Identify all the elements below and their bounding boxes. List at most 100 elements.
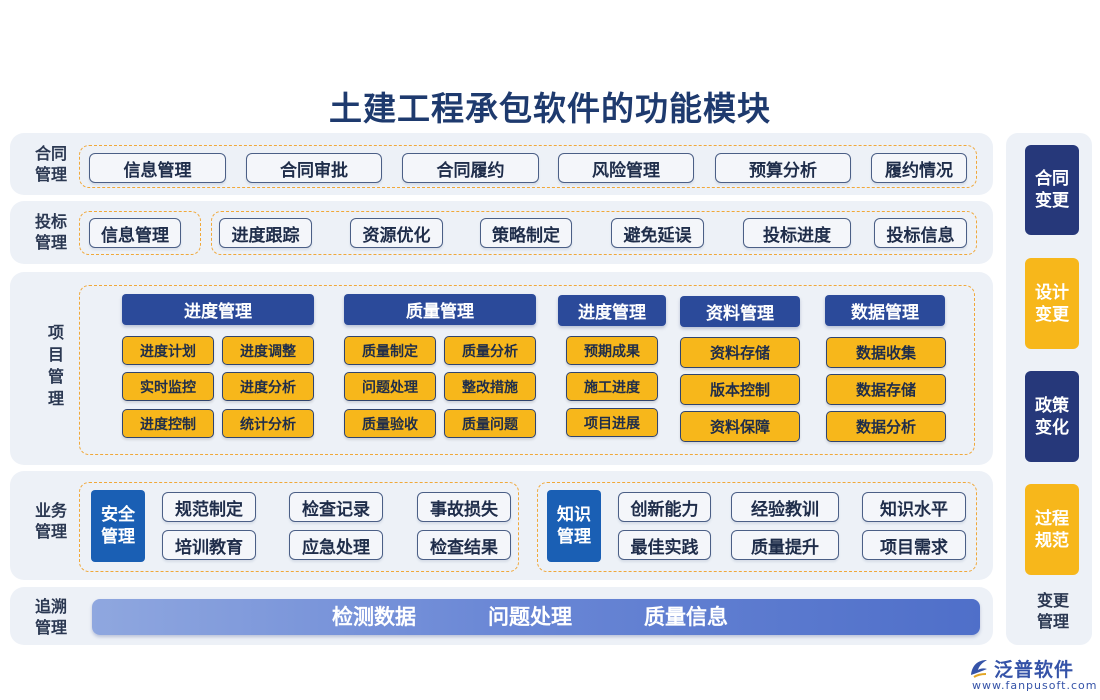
quality-item: 质量制定: [344, 336, 436, 365]
safety-item: 检查记录: [289, 492, 383, 522]
safety-block-line1: 安全: [101, 505, 135, 525]
safety-item: 应急处理: [289, 530, 383, 560]
contract-dashed-group: [79, 145, 977, 188]
trace-label-line2: 管理: [34, 618, 67, 637]
side-box-policy-change: 政策 变化: [1025, 371, 1079, 462]
knowledge-item: 项目需求: [862, 530, 966, 560]
side-box-line1: 过程: [1035, 508, 1069, 529]
trace-item: 问题处理: [488, 605, 572, 629]
trace-item: 检测数据: [332, 605, 416, 629]
contract-item: 合同审批: [246, 153, 382, 183]
documents-item: 资料存储: [680, 337, 800, 368]
bidding-dashed-group-b: [211, 211, 977, 255]
business-row: [10, 471, 993, 580]
change-label-line2: 管理: [1036, 612, 1069, 631]
safety-dashed-group: [79, 482, 519, 572]
side-box-line1: 合同: [1035, 169, 1069, 189]
knowledge-block-line1: 知识: [557, 505, 591, 525]
bidding-item: 投标进度: [743, 218, 851, 248]
schedule-item: 进度分析: [222, 372, 314, 401]
documents-item: 资料保障: [680, 411, 800, 442]
change-management-label: 变更 管理: [1022, 590, 1084, 632]
diagram-title: 土建工程承包软件的功能模块: [329, 89, 771, 128]
trace-row-label: 追溯 管理: [24, 596, 78, 638]
side-box-design-change: 设计 变更: [1025, 258, 1079, 349]
side-box-line1: 设计: [1035, 282, 1069, 303]
contract-label-line2: 管理: [34, 165, 67, 184]
change-label-line1: 变更: [1036, 591, 1069, 610]
contract-item: 合同履约: [402, 153, 539, 183]
documents-item: 版本控制: [680, 374, 800, 405]
safety-item: 事故损失: [417, 492, 511, 522]
knowledge-item: 最佳实践: [618, 530, 711, 560]
knowledge-item: 创新能力: [618, 492, 711, 522]
bidding-label-line2: 管理: [34, 233, 67, 252]
group-header-schedule: 进度管理: [122, 294, 314, 325]
side-box-line2: 变更: [1035, 304, 1069, 325]
fanpu-logo-icon: [971, 660, 987, 678]
business-label-line1: 业务: [34, 501, 67, 520]
knowledge-item: 知识水平: [862, 492, 966, 522]
trace-item: 质量信息: [644, 605, 728, 629]
project-label-char: 管: [47, 367, 64, 386]
group-header-data: 数据管理: [825, 295, 945, 326]
project-label-char: 项: [47, 323, 64, 342]
knowledge-item: 经验教训: [731, 492, 839, 522]
knowledge-block-line2: 管理: [557, 527, 591, 547]
contract-item: 履约情况: [871, 153, 967, 183]
schedule-item: 实时监控: [122, 372, 214, 401]
business-label-line2: 管理: [34, 522, 67, 541]
side-box-line2: 变化: [1035, 417, 1069, 438]
schedule-item: 进度控制: [122, 409, 214, 438]
business-row-label: 业务 管理: [24, 500, 78, 542]
bidding-item: 避免延误: [611, 218, 704, 248]
group-header-documents: 资料管理: [680, 296, 800, 327]
project-dashed-group: [79, 285, 975, 455]
bidding-dashed-group-a: [79, 211, 201, 255]
contract-item: 风险管理: [558, 153, 694, 183]
quality-item: 质量分析: [444, 336, 536, 365]
progress-item: 项目进展: [566, 408, 658, 437]
contract-label-line1: 合同: [34, 144, 67, 163]
safety-item: 检查结果: [417, 530, 511, 560]
bidding-item: 进度跟踪: [219, 218, 312, 248]
project-row-label: 项 目 管 理: [42, 322, 70, 410]
knowledge-dashed-group: [537, 482, 977, 572]
side-box-line2: 变更: [1035, 191, 1069, 211]
trace-label-line1: 追溯: [34, 597, 67, 616]
knowledge-item: 质量提升: [731, 530, 839, 560]
knowledge-management-block: 知识 管理: [547, 490, 601, 562]
quality-item: 问题处理: [344, 372, 436, 401]
project-label-char: 目: [47, 345, 64, 364]
safety-item: 规范制定: [162, 492, 256, 522]
side-box-process-standard: 过程 规范: [1025, 484, 1079, 575]
data-item: 数据收集: [826, 337, 946, 368]
safety-item: 培训教育: [162, 530, 256, 560]
safety-block-line2: 管理: [101, 527, 135, 547]
group-header-progress: 进度管理: [558, 295, 666, 326]
data-item: 数据分析: [826, 411, 946, 442]
bidding-item: 策略制定: [480, 218, 572, 248]
quality-item: 质量问题: [444, 409, 536, 438]
schedule-item: 统计分析: [222, 409, 314, 438]
logo-url: www.fanpusoft.com: [972, 679, 1098, 692]
progress-item: 施工进度: [566, 372, 658, 401]
data-item: 数据存储: [826, 374, 946, 405]
progress-item: 预期成果: [566, 336, 658, 365]
safety-management-block: 安全 管理: [91, 490, 145, 562]
schedule-item: 进度计划: [122, 336, 214, 365]
bidding-item: 投标信息: [874, 218, 967, 248]
group-header-quality: 质量管理: [344, 294, 536, 325]
side-box-line1: 政策: [1035, 395, 1069, 416]
contract-row-label: 合同 管理: [24, 143, 78, 185]
bidding-item: 信息管理: [89, 218, 181, 248]
project-label-char: 理: [47, 389, 64, 408]
bidding-item: 资源优化: [350, 218, 443, 248]
bidding-row-label: 投标 管理: [24, 211, 78, 253]
logo-name: 泛普软件: [994, 659, 1075, 681]
brand-logo: 泛普软件 www.fanpusoft.com: [968, 655, 1098, 695]
quality-item: 质量验收: [344, 409, 436, 438]
bidding-label-line1: 投标: [34, 212, 67, 231]
contract-item: 预算分析: [715, 153, 851, 183]
contract-item: 信息管理: [89, 153, 226, 183]
